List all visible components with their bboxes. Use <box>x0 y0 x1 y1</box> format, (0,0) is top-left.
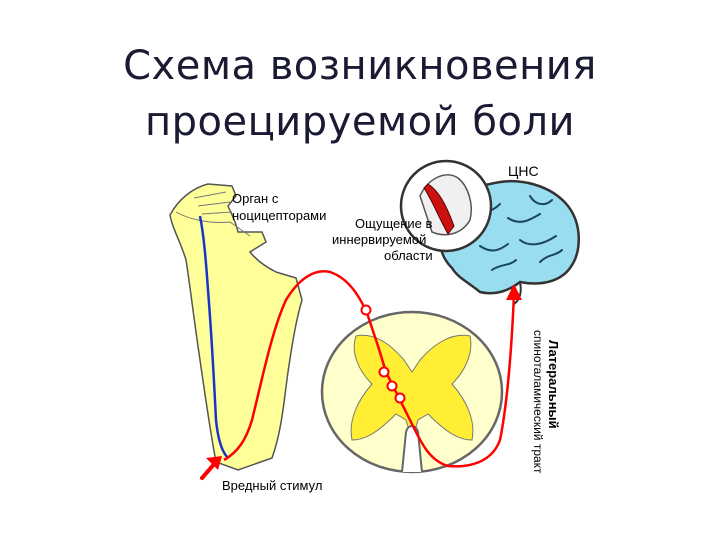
tract-label-line-1: Латеральный <box>546 340 561 429</box>
stimulus-label: Вредный стимул <box>222 478 322 493</box>
arm-illustration <box>170 184 302 470</box>
organ-label-line-2: ноцицепторами <box>232 208 326 223</box>
tract-label: Латеральный спиноталамический тракт <box>531 330 561 474</box>
tract-label-line-2: спиноталамический тракт <box>531 330 545 474</box>
sensation-label-line-3: области <box>384 248 433 263</box>
anterior-fissure <box>402 426 422 472</box>
synapse-marker <box>380 368 389 377</box>
organ-label-line-1: Орган с <box>232 191 279 206</box>
sensation-label-line-2: иннервируемой <box>332 232 426 247</box>
cns-label: ЦНС <box>508 163 539 179</box>
synapse-marker <box>396 394 405 403</box>
arm-shape <box>170 184 302 470</box>
spinal-cord <box>322 312 502 472</box>
synapse-marker <box>388 382 397 391</box>
synapse-marker <box>362 306 371 315</box>
sensation-label-line-1: Ощущение в <box>355 216 433 231</box>
